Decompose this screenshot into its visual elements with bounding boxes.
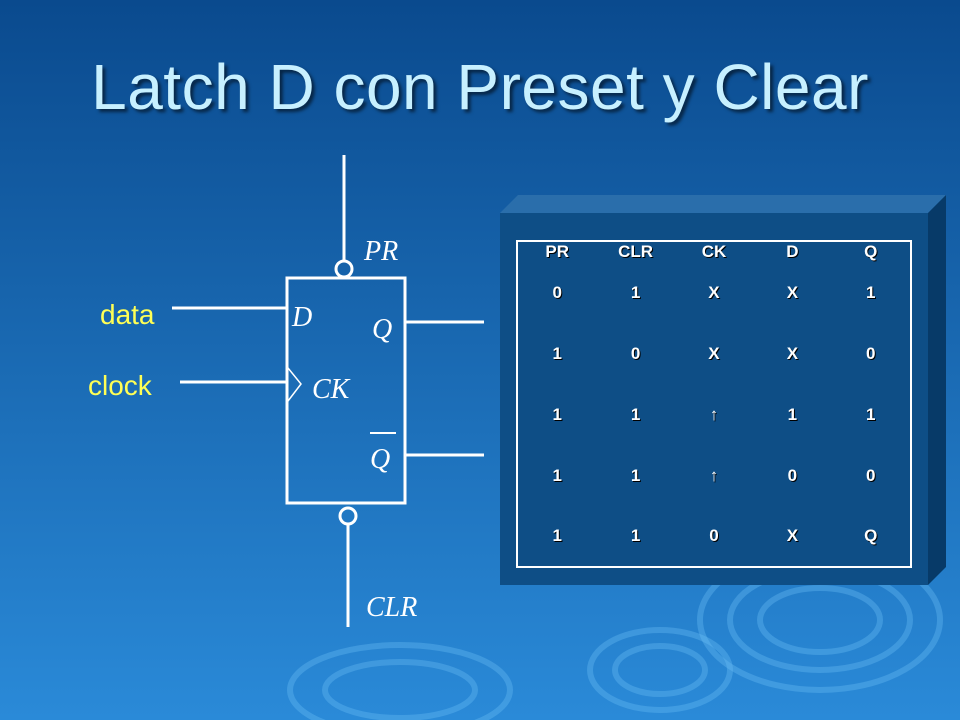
table-cell: 1 (866, 404, 876, 424)
slide-title: Latch D con Preset y Clear (91, 51, 869, 123)
table-cell: 1 (552, 343, 562, 363)
preset-inversion-bubble (334, 259, 354, 279)
table-cell: X (708, 282, 720, 302)
truth-table: PR CLR CK D Q 0 1 X X 1 1 0 X X 0 1 1 ↑ … (516, 240, 912, 568)
table-row: 1 1 ↑ 1 1 (517, 384, 911, 445)
clear-inversion-bubble (338, 506, 358, 526)
table-cell: 0 (866, 343, 876, 363)
table-cell: 1 (866, 282, 876, 302)
truth-table-panel (500, 195, 946, 585)
truth-table-header-row: PR CLR CK D Q (517, 241, 911, 262)
table-cell: X (786, 282, 799, 302)
table-row: 0 1 X X 1 (517, 262, 911, 323)
panel-side-bevel (928, 195, 946, 585)
table-row: 1 1 0 X Q (517, 506, 911, 567)
table-cell: 0 (866, 465, 876, 485)
table-cell: 1 (630, 465, 641, 485)
panel-top-bevel (500, 195, 946, 213)
rising-edge-arrow-icon: ↑ (709, 465, 719, 485)
d-pin-label: D (291, 302, 312, 333)
preset-label: PR (363, 236, 398, 267)
header-clr: CLR (618, 242, 654, 261)
table-cell: 0 (709, 526, 719, 545)
q-bar-pin-label: Q (370, 444, 390, 475)
header-ck: CK (701, 242, 727, 261)
table-cell: 1 (552, 526, 562, 545)
table-cell: X (708, 343, 720, 363)
header-pr: PR (545, 242, 569, 261)
table-cell: 1 (630, 404, 641, 424)
table-row: 1 1 ↑ 0 0 (517, 445, 911, 506)
data-input-label: data (100, 299, 155, 330)
table-cell: 1 (552, 404, 562, 424)
table-cell: Q (864, 526, 878, 545)
table-cell: 1 (552, 465, 562, 485)
q-pin-label: Q (372, 314, 392, 345)
table-cell: 1 (630, 282, 641, 302)
table-cell: 1 (630, 526, 641, 545)
panel-front-face (500, 213, 928, 585)
clear-label: CLR (366, 592, 417, 623)
table-cell: 0 (787, 465, 798, 485)
ck-pin-label: CK (312, 374, 351, 405)
header-d: D (786, 242, 799, 261)
clock-input-label: clock (88, 370, 153, 401)
table-cell: X (786, 343, 799, 363)
table-row: 1 0 X X 0 (517, 323, 911, 384)
table-cell: 1 (787, 404, 798, 424)
rising-edge-arrow-icon: ↑ (709, 404, 719, 424)
table-cell: X (786, 526, 799, 545)
table-cell: 0 (630, 343, 641, 363)
table-cell: 0 (552, 282, 562, 302)
clock-edge-indicator (287, 367, 302, 402)
header-q: Q (864, 242, 878, 261)
